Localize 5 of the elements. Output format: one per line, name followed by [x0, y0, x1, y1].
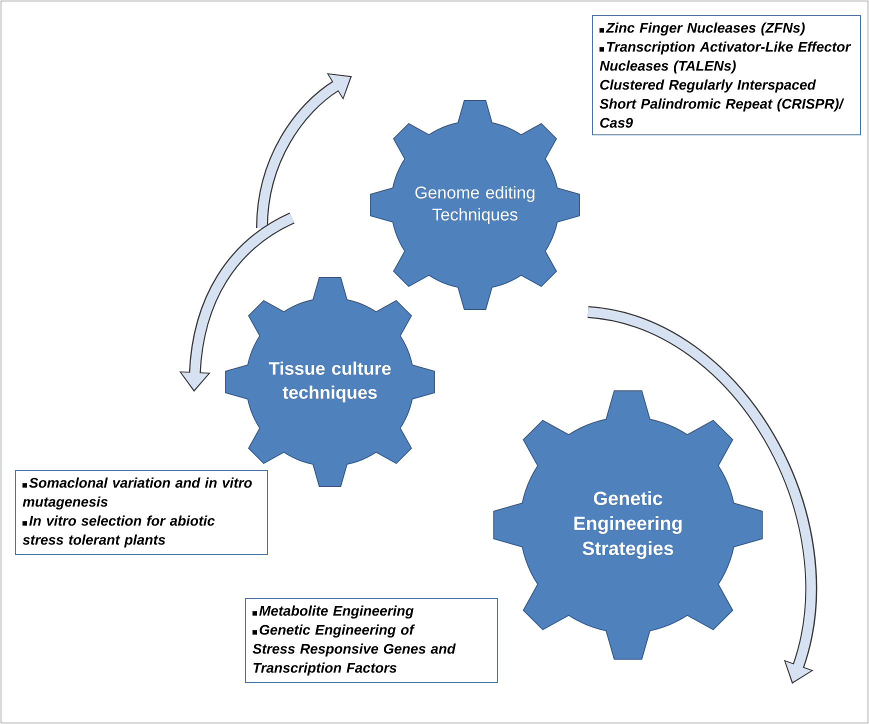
- gear: Genome editing Techniques: [370, 100, 580, 310]
- text-box: Zinc Finger Nucleases (ZFNs) Transcription Activator-Like Effector Nucleases (TALENs) Clustered Regularly Interspaced Short Palindromic Repeat (CRISPR)/ Cas9: [592, 15, 861, 136]
- text-box: Somaclonal variation and in vitro mutagenesis In vitro selection for abiotic stress tolerant plants: [15, 470, 268, 556]
- text-box: Metabolite Engineering Genetic Engineering of Stress Responsive Genes and Transcription Factors: [245, 598, 498, 684]
- gear: Genetic Engineering Strategies: [493, 390, 763, 660]
